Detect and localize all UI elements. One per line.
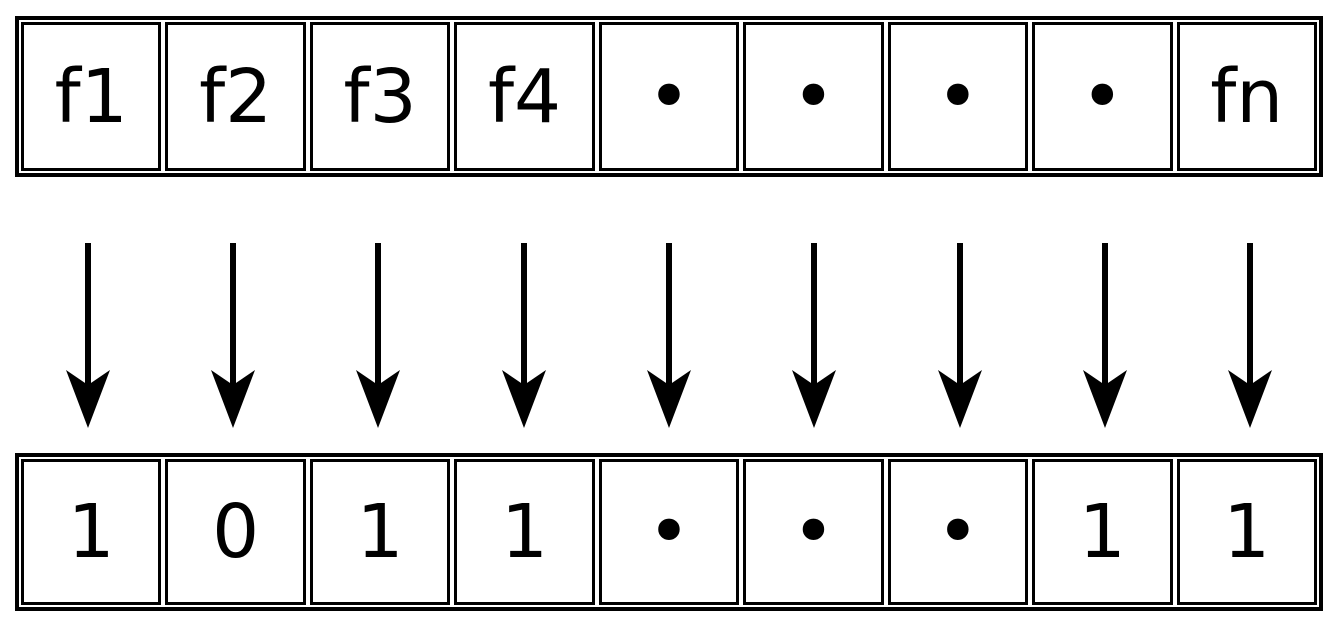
down-arrow-icon <box>160 238 305 430</box>
bit-cell: 0 <box>165 459 306 605</box>
feature-cell: f4 <box>454 22 595 171</box>
bit-cell: 1 <box>1176 459 1317 605</box>
feature-cell: f3 <box>309 22 451 171</box>
down-arrow-icon <box>1032 238 1177 430</box>
down-arrow-icon <box>1178 238 1323 430</box>
down-arrow-icon <box>596 238 741 430</box>
bit-cell: 1 <box>309 459 451 605</box>
bit-cell: 1 <box>454 459 595 605</box>
ellipsis-cell: • <box>743 459 884 605</box>
down-arrow-icon <box>15 238 160 430</box>
ellipsis-cell: • <box>598 459 740 605</box>
bit-vector-row: 1 0 1 1 • • • 1 1 <box>15 453 1323 611</box>
feature-cell: f2 <box>165 22 306 171</box>
down-arrow-icon <box>306 238 451 430</box>
ellipsis-cell: • <box>598 22 740 171</box>
down-arrow-icon <box>887 238 1032 430</box>
feature-vector-row: f1 f2 f3 f4 • • • • fn <box>15 16 1323 177</box>
ellipsis-cell: • <box>887 459 1029 605</box>
bit-cell: 1 <box>1032 459 1173 605</box>
feature-cell: fn <box>1176 22 1317 171</box>
down-arrow-icon <box>451 238 596 430</box>
down-arrow-icon <box>742 238 887 430</box>
ellipsis-cell: • <box>887 22 1029 171</box>
feature-cell: f1 <box>21 22 162 171</box>
ellipsis-cell: • <box>743 22 884 171</box>
ellipsis-cell: • <box>1032 22 1173 171</box>
bit-cell: 1 <box>21 459 162 605</box>
mapping-arrows <box>15 238 1323 430</box>
